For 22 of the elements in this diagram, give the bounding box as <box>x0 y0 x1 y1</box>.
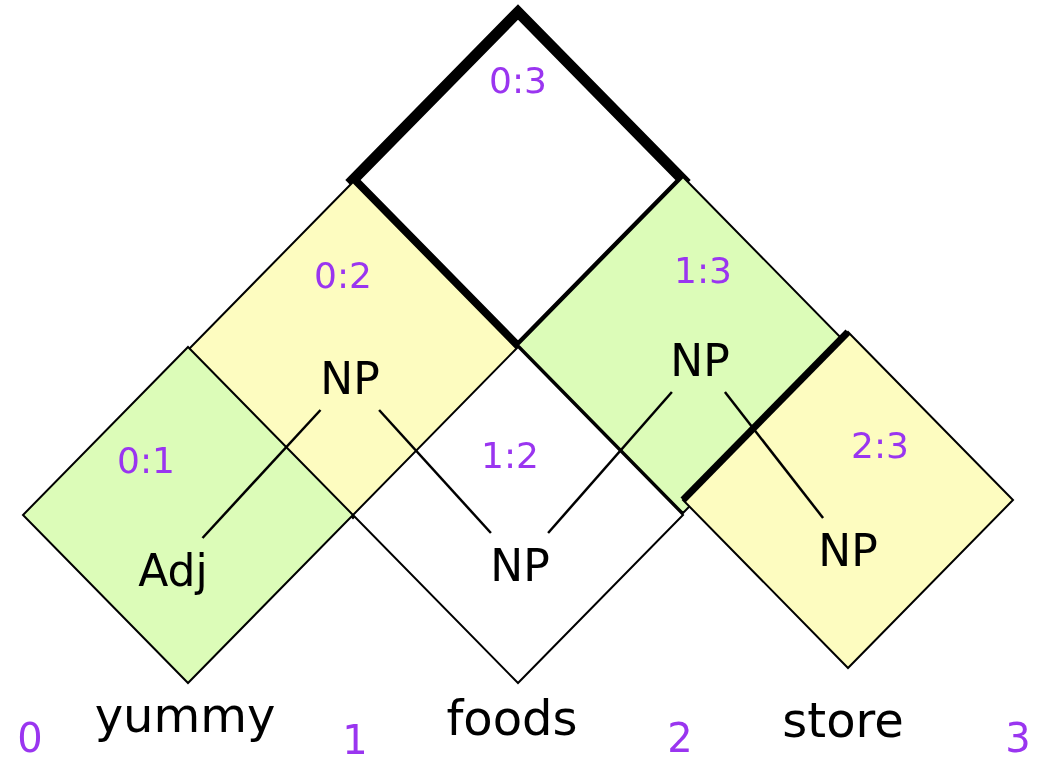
category-label: NP <box>470 533 570 597</box>
span-label: 0:2 <box>314 254 372 296</box>
position-index: 0 <box>17 715 43 761</box>
span-label: 1:2 <box>481 434 539 476</box>
span-label: 1:3 <box>674 249 732 291</box>
category-label: NP <box>798 518 898 582</box>
tree-branch <box>378 409 492 534</box>
category-label: NP <box>650 328 750 392</box>
category-label: Adj <box>123 538 223 602</box>
span-label: 2:3 <box>851 424 909 466</box>
span-label: 0:3 <box>489 59 547 101</box>
position-index: 3 <box>1005 715 1031 761</box>
tree-branch <box>547 391 673 534</box>
position-index: 2 <box>667 715 693 761</box>
span-label: 0:1 <box>117 439 175 481</box>
position-index: 1 <box>342 717 368 762</box>
category-label: NP <box>300 346 400 410</box>
word-label: store <box>782 692 904 748</box>
tree-branch <box>201 409 322 539</box>
word-label: foods <box>446 690 578 746</box>
word-label: yummy <box>94 687 276 743</box>
tree-branch <box>723 391 825 519</box>
